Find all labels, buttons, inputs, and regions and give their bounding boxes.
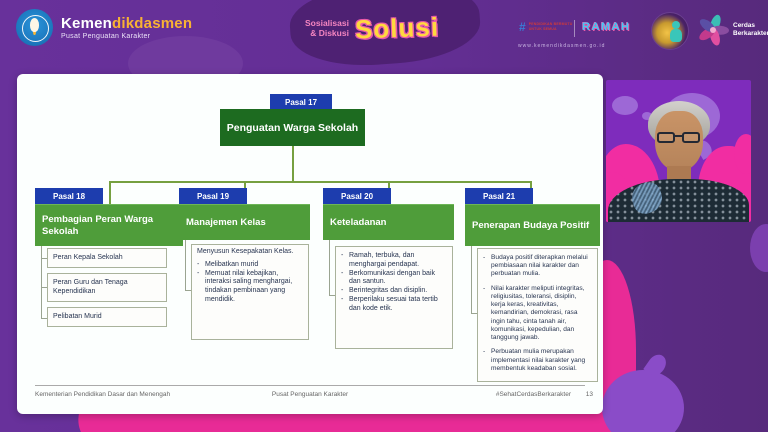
logo-divider xyxy=(574,20,575,37)
column-4-header: Penerapan Budaya Positif xyxy=(465,204,600,246)
pasal-20-badge: Pasal 20 xyxy=(323,188,391,204)
pasal-18-badge: Pasal 18 xyxy=(35,188,103,204)
bullet-list: -Budaya positif diterapkan melalui pembi… xyxy=(483,254,592,373)
bullet: -Melibatkan murid xyxy=(197,260,259,268)
page-number: 13 xyxy=(585,391,593,398)
column-connector xyxy=(41,287,47,288)
list-item: Peran Kepala Sekolah xyxy=(47,248,167,268)
hashtag-text: PENDIDIKAN BERMUTU UNTUK SEMUA xyxy=(528,22,573,31)
column-connector xyxy=(329,295,335,296)
speaker-glasses xyxy=(657,132,701,144)
event-header: Kemendikdasmen Pusat Penguatan Karakter … xyxy=(0,0,768,64)
bullet: -Budaya positif diterapkan melalui pembi… xyxy=(483,254,588,278)
column-1-header: Pembagian Peran Warga Sekolah xyxy=(35,204,183,246)
pasal-19-badge: Pasal 19 xyxy=(179,188,247,204)
bullet: -Perbuatan mulia merupakan implementasi … xyxy=(483,348,586,372)
event-logo: Sosialisasi & Diskusi Solusi xyxy=(305,11,440,45)
footer-divider xyxy=(35,385,585,386)
column-4-content: -Budaya positif diterapkan melalui pembi… xyxy=(477,248,598,382)
column-connector xyxy=(41,246,42,319)
column-connector xyxy=(41,258,47,259)
event-tagline: Sosialisasi & Diskusi xyxy=(305,17,349,38)
bullet: -Memuat nilai kebajikan, interaksi salin… xyxy=(197,269,293,303)
tree-connector xyxy=(292,146,294,181)
footer-hashtag: #SehatCerdasBerkarakter xyxy=(495,391,571,398)
solusi-title: Solusi xyxy=(354,11,440,45)
brand-subtitle: Pusat Penguatan Karakter xyxy=(61,33,151,40)
pasal-17-badge: Pasal 17 xyxy=(270,94,332,110)
column-connector xyxy=(185,240,186,291)
flower-icon xyxy=(699,14,729,46)
root-node-title: Penguatan Warga Sekolah xyxy=(220,109,365,146)
background-blob xyxy=(612,96,638,115)
tree-connector xyxy=(109,181,111,206)
bullet: -Berkomunikasi dengan baik dan santun. xyxy=(341,269,435,286)
purple-bubble-blob xyxy=(602,370,684,432)
column-connector xyxy=(41,318,47,319)
background-blob xyxy=(642,112,652,120)
right-edge-blob xyxy=(750,224,768,272)
speaker-video-tile xyxy=(606,80,751,222)
column-connector xyxy=(471,313,477,314)
brand-title: Kemendikdasmen xyxy=(61,15,193,32)
column-2-header: Manajemen Kelas xyxy=(179,204,310,240)
hashtag-icon: # xyxy=(519,20,526,34)
list-item: Pelibatan Murid xyxy=(47,307,167,327)
footer-ministry: Kementerian Pendidikan Dasar dan Menenga… xyxy=(35,391,171,398)
brand-text: Kemendikdasmen Pusat Penguatan Karakter xyxy=(61,15,192,40)
presentation-slide: Pasal 17 Penguatan Warga Sekolah Pasal 1… xyxy=(17,74,603,414)
sekolah-sehat-logo-icon xyxy=(651,12,689,50)
pendidikan-bermutu-hashtag-logo: # PENDIDIKAN BERMUTU UNTUK SEMUA xyxy=(519,20,573,34)
column-connector xyxy=(329,240,330,296)
tree-connector xyxy=(109,181,532,183)
footer-unit: Pusat Penguatan Karakter xyxy=(271,391,349,398)
bullet: -Berintegritas dan disiplin. xyxy=(341,287,428,294)
bullet-list: -Ramah, terbuka, dan menghargai pendapat… xyxy=(341,252,447,313)
column-connector xyxy=(185,290,191,291)
website-url: www.kemendikdasmen.go.id xyxy=(518,43,606,49)
bullet: -Berperilaku sesuai tata tertib dan kode… xyxy=(341,295,438,312)
bullet: -Ramah, terbuka, dan menghargai pendapat… xyxy=(341,252,420,268)
ramah-logo: RAMAH xyxy=(582,21,631,33)
tut-wuri-handayani-logo-icon xyxy=(16,9,53,46)
kemendikdasmen-brand: Kemendikdasmen Pusat Penguatan Karakter xyxy=(16,9,192,46)
pink-silhouette xyxy=(734,134,751,174)
bullet-list: -Melibatkan murid -Memuat nilai kebajika… xyxy=(197,261,303,305)
column-connector xyxy=(471,246,472,314)
list-item: Peran Guru dan Tenaga Kependidikan xyxy=(47,273,167,302)
column-3-content: -Ramah, terbuka, dan menghargai pendapat… xyxy=(335,246,453,349)
cerdas-berkarakter-text: Cerdas Berkarakter xyxy=(733,21,768,37)
pasal-21-badge: Pasal 21 xyxy=(465,188,533,204)
content-intro: Menyusun Kesepakatan Kelas. xyxy=(197,248,294,255)
cerdas-berkarakter-logo: Cerdas Berkarakter xyxy=(697,14,768,46)
column-3-header: Keteladanan xyxy=(323,204,454,240)
bullet: -Nilai karakter meliputi integritas, rel… xyxy=(483,284,585,342)
column-2-content: Menyusun Kesepakatan Kelas. -Melibatkan … xyxy=(191,244,309,340)
